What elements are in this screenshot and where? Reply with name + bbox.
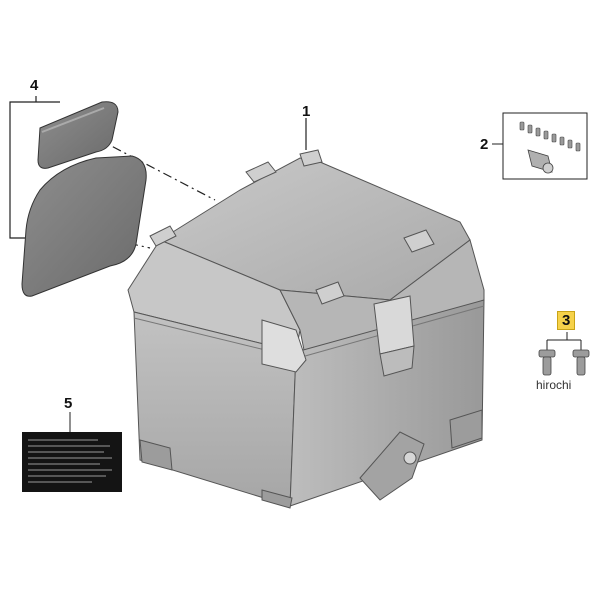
callout-5: 5: [64, 395, 73, 412]
callout-1: 1: [302, 103, 311, 120]
lock-cylinder-kit-part: [492, 112, 588, 180]
callout-4: 4: [30, 77, 39, 94]
callout-3: 3: [556, 311, 576, 330]
top-case-part: [127, 149, 485, 509]
explode-lines: [91, 118, 307, 249]
watermark-text: hirochi: [536, 378, 572, 392]
instruction-label-part: [22, 412, 122, 492]
callout-2: 2: [480, 136, 489, 153]
back-pad-part: [21, 101, 147, 297]
screw-pair-part: [546, 332, 582, 350]
callout-4-bracket: [9, 96, 60, 239]
